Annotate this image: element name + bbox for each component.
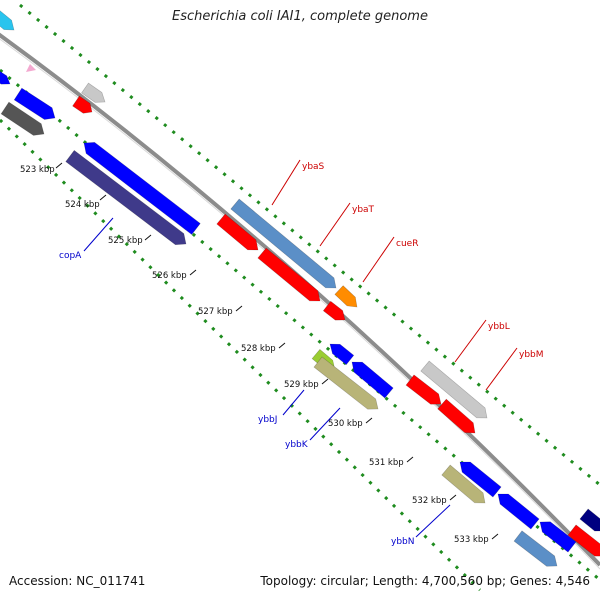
leader-line-ybbM bbox=[485, 347, 518, 391]
leader-line-ybbL bbox=[454, 319, 487, 363]
tick-label-5: 527 kbp bbox=[198, 307, 233, 317]
tick-mark-2 bbox=[99, 194, 107, 201]
gene-label-ybbN: ybbN bbox=[391, 537, 414, 547]
feature-navy bbox=[579, 508, 600, 532]
tick-mark-1 bbox=[55, 162, 63, 169]
feature-blue-small bbox=[329, 343, 355, 366]
map-title: Escherichia coli IAI1, complete genome bbox=[172, 9, 428, 24]
feature-ybaS bbox=[230, 198, 337, 289]
leader-line-ybbK bbox=[309, 407, 341, 441]
gene-label-ybaT: ybaT bbox=[352, 205, 375, 215]
gene-label-ybbK: ybbK bbox=[285, 440, 309, 450]
feature-cyan bbox=[0, 10, 15, 31]
accession-text: Accession: NC_011741 bbox=[9, 574, 146, 588]
tick-label-6: 528 kbp bbox=[241, 344, 276, 354]
feature-cueR bbox=[334, 285, 358, 308]
gene-label-ybbL: ybbL bbox=[488, 322, 510, 332]
tick-track: 523 kbp 524 kbp 525 kbp 526 kbp 527 kbp 528 k… bbox=[20, 162, 499, 545]
gene-label-ybbJ: ybbJ bbox=[258, 415, 277, 425]
feature-red-small-1 bbox=[72, 95, 93, 114]
gc-dotted-line-2 bbox=[0, 118, 482, 592]
tick-mark-9 bbox=[406, 456, 414, 463]
leader-line-cueR bbox=[362, 236, 395, 283]
tick-label-10: 532 kbp bbox=[412, 496, 447, 506]
feature-copA-slate bbox=[65, 150, 187, 246]
gene-label-cueR: cueR bbox=[396, 239, 418, 249]
genome-summary-text: Topology: circular; Length: 4,700,560 bp… bbox=[260, 574, 590, 588]
feature-copA-blue bbox=[83, 142, 201, 235]
gene-label-ybaS: ybaS bbox=[302, 162, 325, 172]
feature-ybbM-1 bbox=[405, 374, 442, 405]
tick-label-1: 523 kbp bbox=[20, 165, 55, 175]
feature-red-small-2 bbox=[322, 300, 346, 321]
feature-gray-light-1 bbox=[81, 82, 106, 103]
gene-label-track: ybaS ybaT cueR ybbL ybbM copA ybbJ ybbK ybbN bbox=[59, 159, 544, 547]
feature-red-edge bbox=[567, 524, 600, 557]
gc-dotted-line-3 bbox=[19, 3, 600, 487]
feature-ybbM-2 bbox=[437, 398, 476, 434]
feature-blue-4 bbox=[497, 493, 540, 530]
feature-blue-2 bbox=[351, 361, 394, 399]
feature-blue-1 bbox=[13, 87, 56, 120]
tick-mark-10 bbox=[449, 494, 457, 501]
leader-line-ybbN bbox=[415, 504, 451, 538]
feature-olive-2 bbox=[441, 464, 486, 504]
feature-blue-edge bbox=[0, 70, 11, 85]
feature-ybbK bbox=[313, 356, 379, 410]
feature-blue-3 bbox=[459, 461, 502, 498]
tick-label-2: 524 kbp bbox=[65, 200, 100, 210]
tick-label-7: 529 kbp bbox=[284, 380, 319, 390]
feature-ybaT-1 bbox=[216, 213, 259, 251]
tick-mark-6 bbox=[278, 342, 286, 349]
tick-label-11: 533 kbp bbox=[454, 535, 489, 545]
leader-line-ybbJ bbox=[282, 389, 305, 416]
tick-label-8: 530 kbp bbox=[328, 419, 363, 429]
feature-track bbox=[0, 10, 600, 567]
tick-mark-5 bbox=[235, 305, 243, 312]
tick-mark-7 bbox=[321, 378, 329, 385]
leader-line-copA bbox=[83, 217, 114, 252]
tick-mark-11 bbox=[491, 533, 499, 540]
gc-skew-dotted-lines bbox=[0, 3, 600, 592]
tick-label-3: 525 kbp bbox=[108, 236, 143, 246]
gene-label-ybbM: ybbM bbox=[519, 350, 544, 360]
leader-line-ybaS bbox=[271, 159, 301, 206]
feature-ybaT-2 bbox=[257, 247, 321, 302]
leader-line-ybaT bbox=[319, 202, 351, 247]
tick-mark-3 bbox=[144, 234, 152, 241]
gene-label-copA: copA bbox=[59, 251, 82, 261]
tick-mark-8 bbox=[365, 417, 373, 424]
tick-mark-4 bbox=[189, 269, 197, 276]
feature-pink-marker bbox=[26, 64, 36, 72]
tick-label-9: 531 kbp bbox=[369, 458, 404, 468]
feature-ybbL bbox=[420, 360, 488, 419]
feature-steelblue-2 bbox=[513, 530, 558, 567]
feature-blue-5 bbox=[539, 521, 577, 553]
tick-label-4: 526 kbp bbox=[152, 271, 187, 281]
feature-gray-dark bbox=[0, 101, 45, 136]
